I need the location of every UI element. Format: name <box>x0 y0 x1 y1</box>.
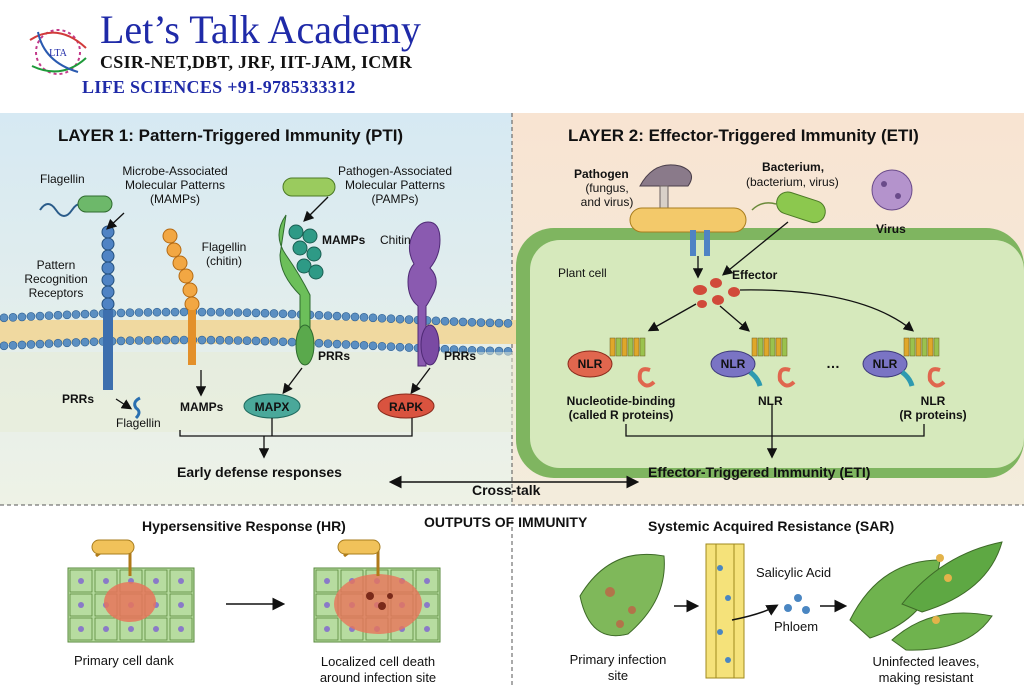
logo-lettering: LTA <box>49 48 67 59</box>
label-pamps-header: Pathogen-Associated Molecular Patterns (… <box>337 164 453 206</box>
label-flagellin-bottom: Flagellin <box>116 416 161 430</box>
label-flagellin-top: Flagellin <box>40 172 85 186</box>
label-nlr-purple-mid: NLR <box>720 357 746 371</box>
label-mapx: MAPX <box>254 400 290 414</box>
label-eti: Effector-Triggered Immunity (ETI) <box>648 464 871 480</box>
label-virus: Virus <box>876 222 906 236</box>
virus-particle <box>871 169 913 211</box>
label-mamps-arrow: MAMPs <box>322 233 366 247</box>
hr-title: Hypersensitive Response (HR) <box>142 518 346 534</box>
nlr-purple-mid <box>710 350 796 388</box>
brand-contact: LIFE SCIENCES +91-9785333312 <box>82 77 356 97</box>
label-prrs-green: PRRs <box>318 349 351 363</box>
brand-subtitle: CSIR-NET,DBT, JRF, IIT-JAM, ICMR <box>100 52 413 72</box>
label-bacterium-sub: (bacterium, virus) <box>746 175 839 189</box>
label-crosstalk: Cross-talk <box>472 482 541 498</box>
eti-bacterium <box>751 191 826 224</box>
flagellin-bottom-shape <box>133 396 141 420</box>
brand-title: Let’s Talk Academy <box>100 7 421 52</box>
label-plant-cell: Plant cell <box>558 266 607 280</box>
effector-proteins <box>693 278 740 308</box>
layer2-title: LAYER 2: Effector-Triggered Immunity (ET… <box>568 126 919 145</box>
hr-tissue-localized <box>313 539 441 643</box>
uninfected-leaves <box>849 541 1003 651</box>
label-phloem: Phloem <box>774 619 819 634</box>
rapk-oval <box>377 393 435 419</box>
label-bacterium: Bacterium, <box>762 160 825 174</box>
sar-title: Systemic Acquired Resistance (SAR) <box>648 518 895 534</box>
label-hr-localized: Localized cell death around infection si… <box>319 654 437 685</box>
label-ellipsis: … <box>826 355 840 371</box>
flagellin-body <box>77 195 113 213</box>
prr-blue-receptor <box>101 225 115 390</box>
pathogen-fungus <box>629 164 747 256</box>
label-mamps-header: Microbe-Associated Molecular Patterns (M… <box>122 164 228 206</box>
nlr-red <box>567 337 940 388</box>
label-nlr-purple-right: NLR <box>872 357 898 371</box>
label-pathogen-sub: (fungus, and virus) <box>580 181 634 209</box>
label-hr-primary: Primary cell dank <box>74 653 174 668</box>
prr-green-receptor <box>278 214 324 366</box>
prr-purple-receptor <box>407 221 441 367</box>
label-early-defense: Early defense responses <box>177 464 342 480</box>
nlr-purple-right <box>862 350 946 388</box>
label-chitin: Chitin <box>380 233 411 247</box>
label-nucleotide-binding: Nucleotide-binding (called R proteins) <box>566 394 676 422</box>
label-flagellin-chitin: Flagellin (chitin) <box>201 240 247 268</box>
label-sar-primary: Primary infection site <box>569 652 667 683</box>
label-prrs-left: PRRs <box>62 392 95 406</box>
layer1-title: LAYER 1: Pattern-Triggered Immunity (PTI… <box>58 126 404 145</box>
label-salicylic-acid: Salicylic Acid <box>756 565 832 580</box>
label-prrs-purple: PRRs <box>444 349 477 363</box>
pamp-bacterium <box>282 177 336 197</box>
label-uninfected-leaves: Uninfected leaves, making resistant <box>872 654 980 685</box>
label-nlr-right: NLR (R proteins) <box>899 394 967 422</box>
label-pathogen: Pathogen <box>574 167 629 181</box>
label-rapk: RAPK <box>388 400 423 414</box>
phloem-tube <box>705 543 745 679</box>
outputs-title: OUTPUTS OF IMMUNITY <box>424 514 588 530</box>
academy-logo: LTA <box>29 29 87 75</box>
label-effector: Effector <box>732 268 778 282</box>
sar-primary-leaf <box>579 553 665 637</box>
salicylic-acid-dots <box>784 594 810 614</box>
label-nlr-mid: NLR <box>758 394 783 408</box>
hr-tissue-primary <box>67 539 195 643</box>
label-nlr-red: NLR <box>577 357 603 371</box>
label-prr-receptors: Pattern Recognition Receptors <box>24 258 88 300</box>
label-mamps-bottom: MAMPs <box>180 400 224 414</box>
prr-orange-receptor <box>162 228 200 365</box>
